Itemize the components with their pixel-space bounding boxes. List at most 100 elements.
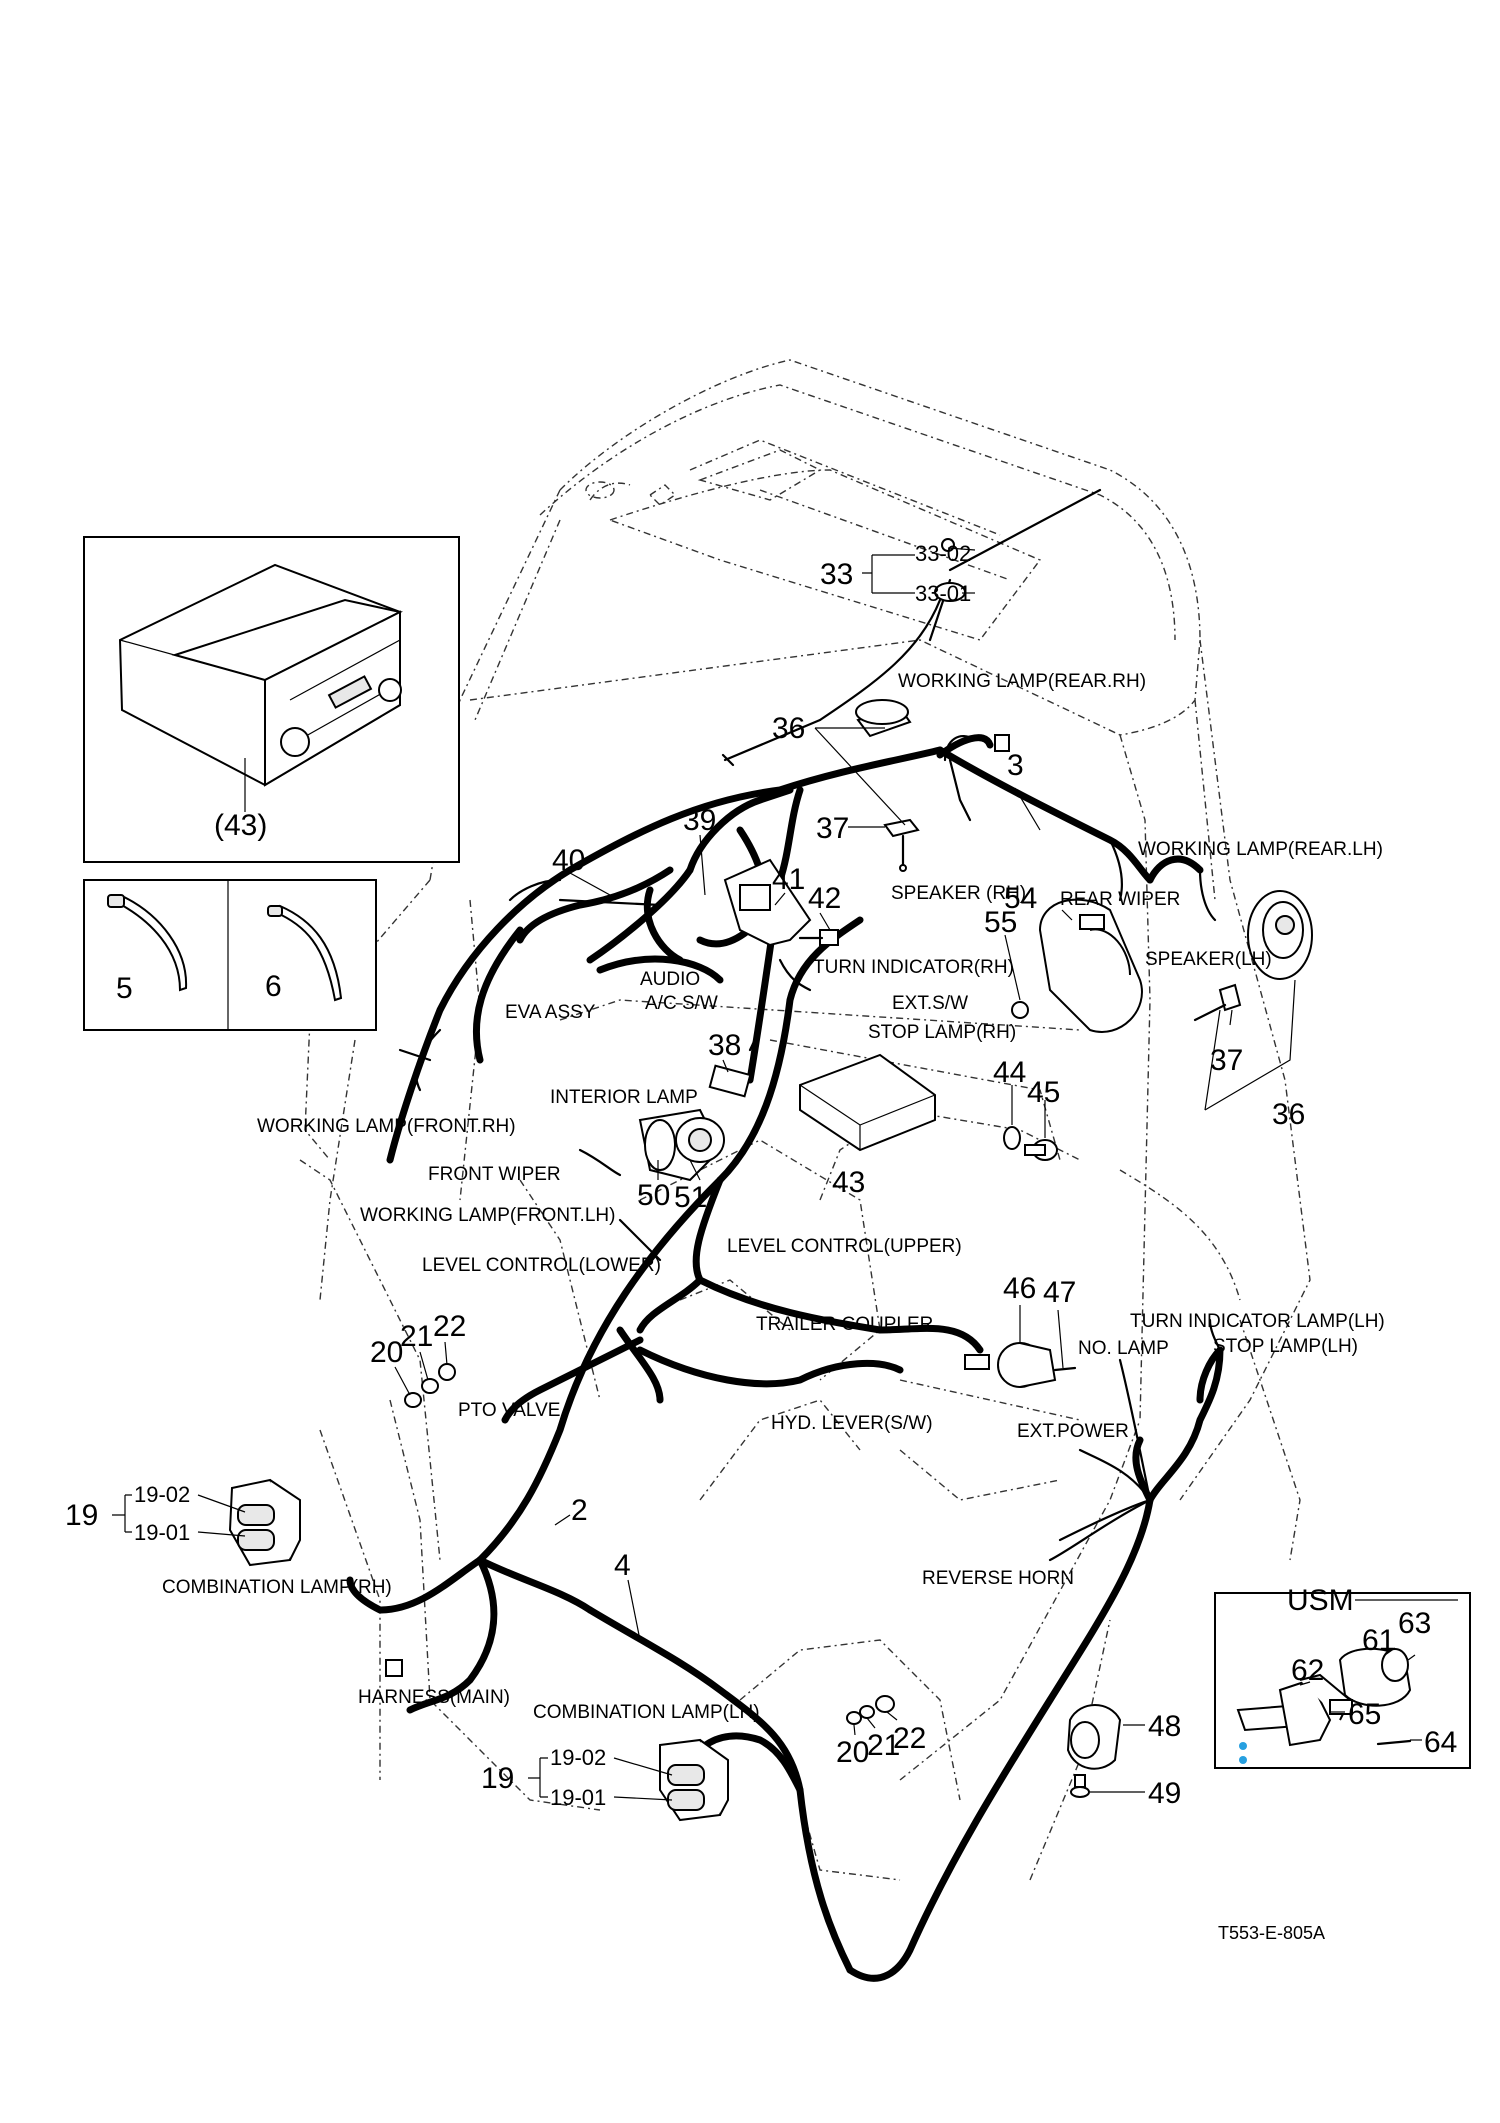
- leader-lines: [112, 547, 1458, 1801]
- usm-title: USM: [1287, 1584, 1354, 1617]
- usm-inset: [1214, 1592, 1471, 1769]
- callout-19-upper: 19: [65, 1499, 98, 1532]
- callout-21-upper: 21: [400, 1320, 433, 1353]
- label-speaker-lh: SPEAKER(LH): [1145, 949, 1272, 970]
- callout-38: 38: [708, 1029, 741, 1062]
- callout-22-lower: 22: [893, 1722, 926, 1755]
- label-reverse-horn: REVERSE HORN: [922, 1568, 1074, 1589]
- callout-48: 48: [1148, 1710, 1181, 1743]
- speaker-lh-part: [1247, 890, 1313, 980]
- label-eva-assy: EVA ASSY: [505, 1002, 596, 1023]
- label-ext-power: EXT.POWER: [1017, 1421, 1129, 1442]
- callout-45: 45: [1027, 1076, 1060, 1109]
- label-level-control-lower: LEVEL CONTROL(LOWER): [422, 1255, 661, 1276]
- callout-numbers: 33 33-02 33-01 36 3 39 40 41 42 37 54 55…: [65, 541, 1457, 1810]
- callout-6: 6: [265, 970, 282, 1003]
- ecu-43: [799, 1053, 936, 1152]
- speaker-rh-part: [855, 699, 912, 738]
- callout-4: 4: [614, 1549, 631, 1582]
- harness-main-connector: [385, 1659, 403, 1677]
- label-speaker-rh: SPEAKER (RH): [891, 883, 1026, 904]
- label-turn-indicator-rh: TURN INDICATOR(RH): [813, 957, 1014, 978]
- callout-33-01: 33-01: [915, 581, 971, 606]
- audio-inset: [83, 536, 460, 863]
- callout-55: 55: [984, 906, 1017, 939]
- label-no-lamp: NO. LAMP: [1078, 1338, 1169, 1359]
- callout-19-lower: 19: [481, 1762, 514, 1795]
- label-pto-valve: PTO VALVE: [458, 1400, 560, 1421]
- callout-22-upper: 22: [433, 1310, 466, 1343]
- callout-21-lower: 21: [867, 1729, 900, 1762]
- label-level-control-upper: LEVEL CONTROL(UPPER): [727, 1236, 962, 1257]
- audio-bracket-41: [723, 858, 839, 947]
- cable-tie-inset: [83, 879, 377, 1031]
- horn-48: [1066, 1704, 1122, 1770]
- callout-37-right: 37: [1210, 1044, 1243, 1077]
- label-interior-lamp: INTERIOR LAMP: [550, 1087, 698, 1108]
- bracket-37-top: [883, 818, 920, 872]
- rear-wiper-motor: [1038, 898, 1143, 1033]
- callout-19-02-lower: 19-02: [550, 1745, 606, 1770]
- callout-43-inset: (43): [214, 809, 267, 842]
- harness-4: [586, 1606, 854, 1974]
- label-working-lamp-rear-lh: WORKING LAMP(REAR.LH): [1138, 839, 1383, 860]
- thin-wires: [398, 735, 1222, 1562]
- label-rear-wiper: REAR WIPER: [1060, 889, 1180, 910]
- washers-upper: [404, 1363, 456, 1408]
- callout-33-02: 33-02: [915, 541, 971, 566]
- callout-42: 42: [808, 882, 841, 915]
- washers-lower: [846, 1695, 895, 1725]
- washer-44: [1003, 1126, 1021, 1150]
- highlight-dot-upper: [1239, 1742, 1247, 1750]
- callout-50: 50: [637, 1179, 670, 1212]
- component-labels: WORKING LAMP(REAR.RH) WORKING LAMP(REAR.…: [162, 671, 1385, 1943]
- rod-40: [558, 898, 662, 907]
- callout-61: 61: [1362, 1624, 1395, 1657]
- callout-46: 46: [1003, 1272, 1036, 1305]
- interior-lamp-38: [708, 1064, 752, 1098]
- label-working-lamp-front-rh: WORKING LAMP(FRONT.RH): [257, 1116, 516, 1137]
- label-ac-sw: A/C S/W: [645, 993, 718, 1014]
- callout-37-top: 37: [816, 812, 849, 845]
- component-46: [964, 1342, 1057, 1388]
- callout-36-top: 36: [772, 712, 805, 745]
- antenna-33: [721, 488, 1102, 767]
- label-working-lamp-rear-rh: WORKING LAMP(REAR.RH): [898, 671, 1146, 692]
- callout-3: 3: [1007, 749, 1024, 782]
- callout-63: 63: [1398, 1607, 1431, 1640]
- label-trailer-coupler: TRAILER COUPLER: [756, 1314, 933, 1335]
- callout-47: 47: [1043, 1276, 1076, 1309]
- highlight-dot-lower: [1239, 1756, 1247, 1764]
- callout-19-01-lower: 19-01: [550, 1785, 606, 1810]
- callout-39: 39: [683, 804, 716, 837]
- label-turn-indicator-lamp-lh: TURN INDICATOR LAMP(LH): [1130, 1311, 1385, 1332]
- cab-outline: [299, 359, 1311, 1881]
- connector-rear-rh: [994, 734, 1010, 752]
- label-harness-main: HARNESS(MAIN): [358, 1687, 510, 1708]
- callout-2: 2: [571, 1494, 588, 1527]
- label-combination-lamp-rh: COMBINATION LAMP(RH): [162, 1577, 392, 1598]
- bolt-49: [1070, 1774, 1090, 1798]
- callout-33: 33: [820, 558, 853, 591]
- callout-20-lower: 20: [836, 1736, 869, 1769]
- combination-lamp-lh: [659, 1738, 729, 1822]
- callout-65: 65: [1348, 1698, 1381, 1731]
- callout-51: 51: [674, 1181, 707, 1214]
- drawing-code: T553-E-805A: [1218, 1923, 1325, 1943]
- bracket-37-right: [1193, 983, 1242, 1022]
- label-hyd-lever-sw: HYD. LEVER(S/W): [771, 1413, 933, 1434]
- callout-49: 49: [1148, 1777, 1181, 1810]
- bolt-47: [1053, 1366, 1077, 1372]
- callout-40: 40: [552, 844, 585, 877]
- bolt-55: [1011, 1001, 1029, 1019]
- harness-lines: [346, 734, 1224, 1982]
- label-working-lamp-front-lh: WORKING LAMP(FRONT.LH): [360, 1205, 615, 1226]
- callout-36-right: 36: [1272, 1098, 1305, 1131]
- label-ext-sw: EXT.S/W: [892, 993, 968, 1014]
- front-wiper-motor: [638, 1108, 725, 1182]
- callout-43: 43: [832, 1166, 865, 1199]
- callout-19-02-upper: 19-02: [134, 1482, 190, 1507]
- label-front-wiper: FRONT WIPER: [428, 1164, 561, 1185]
- callout-20-upper: 20: [370, 1336, 403, 1369]
